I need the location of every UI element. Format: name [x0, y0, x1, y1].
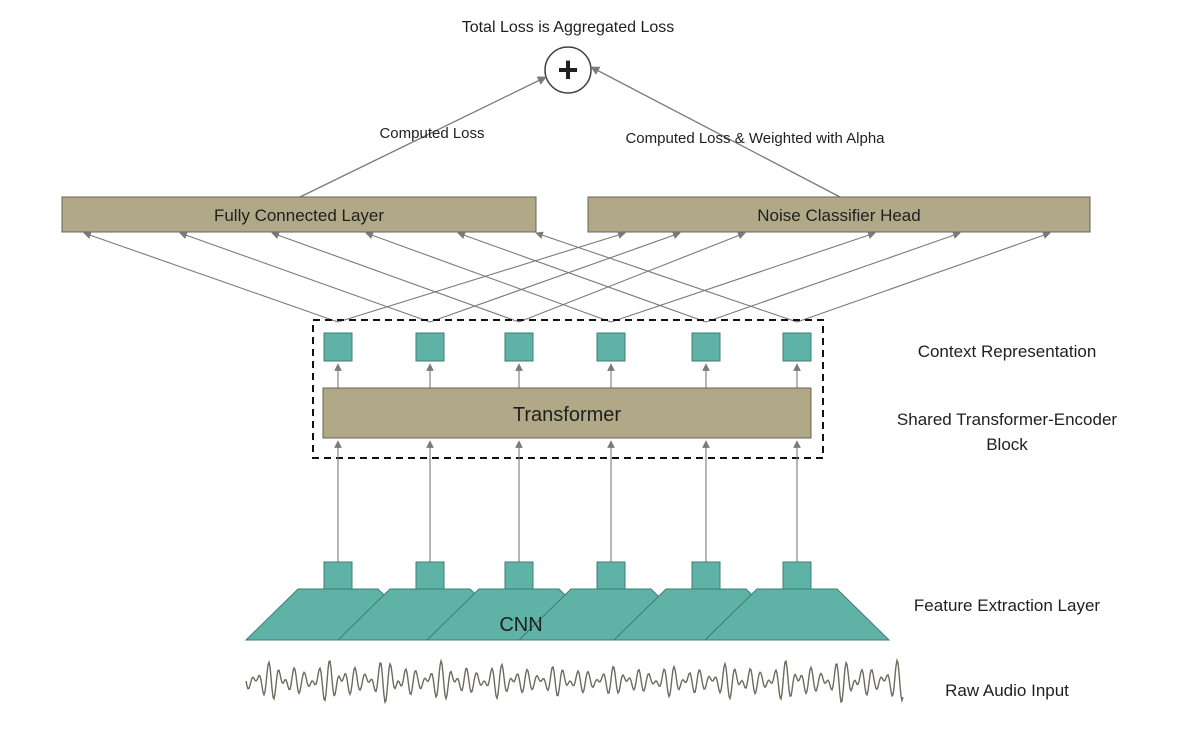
context-token-group	[323, 332, 812, 388]
token-to-fc-arrow	[457, 231, 707, 323]
total-loss-label: Total Loss is Aggregated Loss	[462, 19, 675, 36]
right-loss-arrow	[590, 66, 841, 198]
token-to-fc-arrow	[535, 231, 798, 323]
cnn-to-transformer-arrows	[334, 440, 801, 562]
cnn-output-node	[415, 561, 445, 590]
context-token	[323, 332, 353, 362]
noise-classifier-head-label: Noise Classifier Head	[757, 206, 920, 225]
fully-connected-layer-label: Fully Connected Layer	[214, 206, 384, 225]
cnn-output-node	[596, 561, 626, 590]
context-token	[691, 332, 721, 362]
context-token	[415, 332, 445, 362]
token-to-fc-arrow	[271, 231, 520, 323]
token-to-head-arrows	[83, 231, 1051, 323]
sum-symbol: +	[557, 49, 578, 90]
left-loss-arrow	[299, 76, 547, 198]
token-to-noise-head-arrow	[518, 231, 746, 323]
feature-extraction-label: Feature Extraction Layer	[914, 596, 1100, 615]
shared-encoder-dashed-box	[312, 319, 824, 459]
cnn-output-node	[691, 561, 721, 590]
raw-audio-waveform	[245, 657, 904, 704]
token-to-noise-head-arrow	[705, 231, 961, 323]
cnn-output-node	[504, 561, 534, 590]
token-to-noise-head-arrow	[796, 231, 1051, 323]
context-token	[596, 332, 626, 362]
shared-encoder-label-line2: Block	[986, 435, 1028, 454]
token-to-noise-head-arrow	[429, 231, 681, 323]
token-to-noise-head-arrow	[337, 231, 626, 323]
cnn-output-node	[323, 561, 353, 590]
token-to-fc-arrow	[83, 231, 339, 323]
token-to-fc-arrow	[365, 231, 612, 323]
transformer-box	[322, 387, 812, 439]
left-edge-label: Computed Loss	[379, 125, 484, 142]
token-to-noise-head-arrow	[610, 231, 876, 323]
shared-encoder-label-line1: Shared Transformer-Encoder	[897, 410, 1117, 429]
token-to-fc-arrow	[179, 231, 431, 323]
raw-audio-input-label: Raw Audio Input	[945, 681, 1069, 700]
right-edge-label: Computed Loss & Weighted with Alpha	[625, 130, 885, 147]
context-token	[504, 332, 534, 362]
context-representation-label: Context Representation	[918, 342, 1097, 361]
cnn-feature-extractors	[244, 561, 891, 641]
cnn-output-node	[782, 561, 812, 590]
cnn-label: CNN	[499, 614, 542, 636]
noise-classifier-head-box	[587, 196, 1091, 233]
fully-connected-layer-box	[61, 196, 537, 233]
context-token	[782, 332, 812, 362]
transformer-label: Transformer	[513, 404, 622, 426]
